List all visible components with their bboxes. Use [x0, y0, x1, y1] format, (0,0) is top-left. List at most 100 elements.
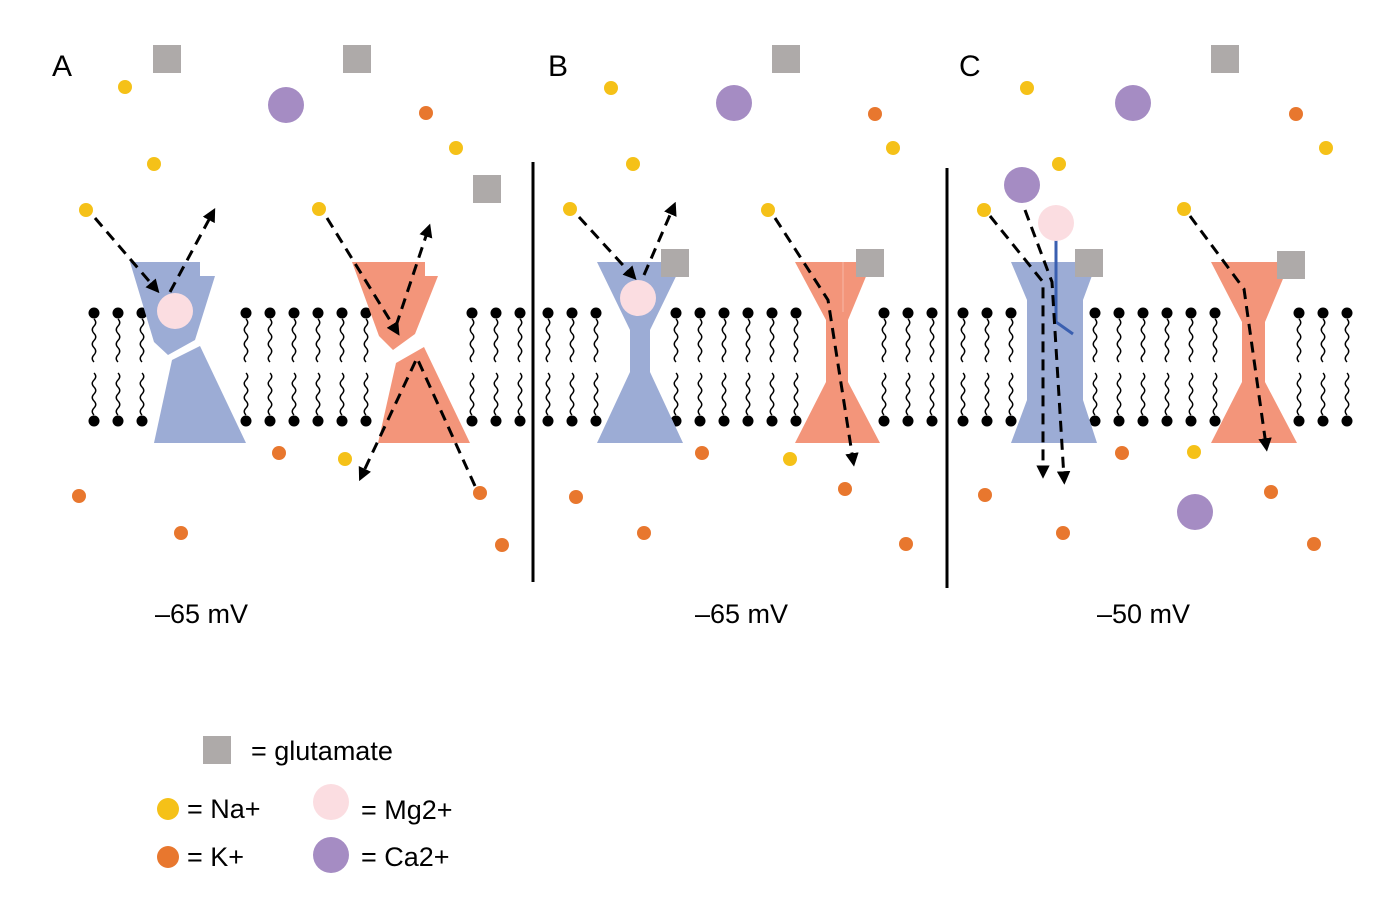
ion-flow-arrow: [93, 217, 160, 294]
ion-flow-arrow: [325, 217, 400, 336]
lipid-tail: [1140, 318, 1146, 363]
lipid-head-top: [112, 307, 124, 319]
lipid-head-bottom: [514, 415, 526, 427]
lipid-tail: [769, 318, 775, 363]
lipid-tail: [139, 318, 145, 363]
lipid-head-bottom: [1341, 415, 1353, 427]
lipid-tail: [363, 318, 369, 363]
phospholipid: [88, 307, 100, 427]
lipid-head-bottom: [742, 415, 754, 427]
sodium-ion: [79, 203, 93, 217]
lipid-head-bottom: [566, 415, 578, 427]
phospholipid: [766, 307, 778, 427]
magnesium-ion: [1038, 205, 1074, 241]
ion-flow-arrow: [168, 208, 216, 293]
lipid-head-top: [1161, 307, 1173, 319]
sodium-ion: [1187, 445, 1201, 459]
lipid-head-top: [1005, 307, 1017, 319]
sodium-ion: [563, 202, 577, 216]
potassium-ion: [569, 490, 583, 504]
legend-mg-icon: [313, 784, 349, 820]
phospholipid: [1293, 307, 1305, 427]
lipid-tail: [793, 372, 799, 416]
lipid-head-top: [1113, 307, 1125, 319]
lipid-head-bottom: [360, 415, 372, 427]
potassium-ion: [838, 482, 852, 496]
lipid-tail: [493, 318, 499, 363]
lipid-head-bottom: [1185, 415, 1197, 427]
panel-label-a: A: [52, 50, 72, 83]
phospholipid: [312, 307, 324, 427]
phospholipid: [1161, 307, 1173, 427]
lipid-tail: [1212, 318, 1218, 363]
lipid-head-bottom: [926, 415, 938, 427]
potassium-ion: [1115, 446, 1129, 460]
potassium-ion: [637, 526, 651, 540]
lipid-tail: [697, 318, 703, 363]
lipid-head-top: [694, 307, 706, 319]
glutamate-molecule: [1211, 45, 1239, 73]
phospholipid: [466, 307, 478, 427]
phospholipid: [981, 307, 993, 427]
sodium-ion: [1177, 202, 1191, 216]
lipid-head-top: [957, 307, 969, 319]
ion-flow-arrow: [1023, 209, 1071, 485]
phospholipid: [490, 307, 502, 427]
lipid-tail: [984, 372, 990, 416]
phospholipid: [1005, 307, 1017, 427]
phospholipid: [336, 307, 348, 427]
lipid-head-bottom: [1005, 415, 1017, 427]
lipid-tail: [593, 318, 599, 363]
legend-k-label: = K+: [187, 842, 244, 872]
panel-label-c: C: [959, 50, 981, 83]
lipid-tail: [1296, 372, 1302, 416]
lipid-tail: [1188, 318, 1194, 363]
lipid-head-bottom: [336, 415, 348, 427]
phospholipid: [1137, 307, 1149, 427]
lipid-head-top: [542, 307, 554, 319]
glutamate-molecule: [343, 45, 371, 73]
lipid-tail: [339, 318, 345, 363]
lipid-tail: [243, 372, 249, 416]
legend-k-icon: [157, 846, 179, 868]
nmda-receptor-open: [1011, 262, 1097, 443]
phospholipid: [718, 307, 730, 427]
lipid-head-top: [288, 307, 300, 319]
phospholipid: [288, 307, 300, 427]
lipid-tail: [721, 372, 727, 416]
lipid-tail: [960, 372, 966, 416]
lipid-tail: [1320, 372, 1326, 416]
lipid-head-top: [766, 307, 778, 319]
potassium-ion: [695, 446, 709, 460]
lipid-head-bottom: [542, 415, 554, 427]
glutamate-molecule: [153, 45, 181, 73]
lipid-head-bottom: [264, 415, 276, 427]
magnesium-ion: [157, 293, 193, 329]
phospholipid: [1317, 307, 1329, 427]
lipid-tail: [91, 318, 97, 363]
lipid-head-bottom: [1317, 415, 1329, 427]
lipid-tail: [1008, 318, 1014, 363]
legend-glutamate-icon: [203, 736, 231, 764]
lipid-head-top: [264, 307, 276, 319]
lipid-tail: [1164, 318, 1170, 363]
lipid-tail: [1008, 372, 1014, 416]
glutamate-molecule: [772, 45, 800, 73]
potassium-ion: [1264, 485, 1278, 499]
lipid-head-bottom: [694, 415, 706, 427]
phospholipid: [1341, 307, 1353, 427]
lipid-head-bottom: [466, 415, 478, 427]
lipid-tail: [793, 318, 799, 363]
phospholipid: [264, 307, 276, 427]
lipid-head-bottom: [766, 415, 778, 427]
ampa-receptor-open: [1211, 262, 1297, 443]
lipid-head-bottom: [1293, 415, 1305, 427]
lipid-head-bottom: [240, 415, 252, 427]
lipid-head-bottom: [590, 415, 602, 427]
lipid-tail: [545, 372, 551, 416]
potassium-ion: [868, 107, 882, 121]
lipid-head-top: [902, 307, 914, 319]
lipid-head-top: [466, 307, 478, 319]
lipid-tail: [115, 372, 121, 416]
potassium-ion: [978, 488, 992, 502]
